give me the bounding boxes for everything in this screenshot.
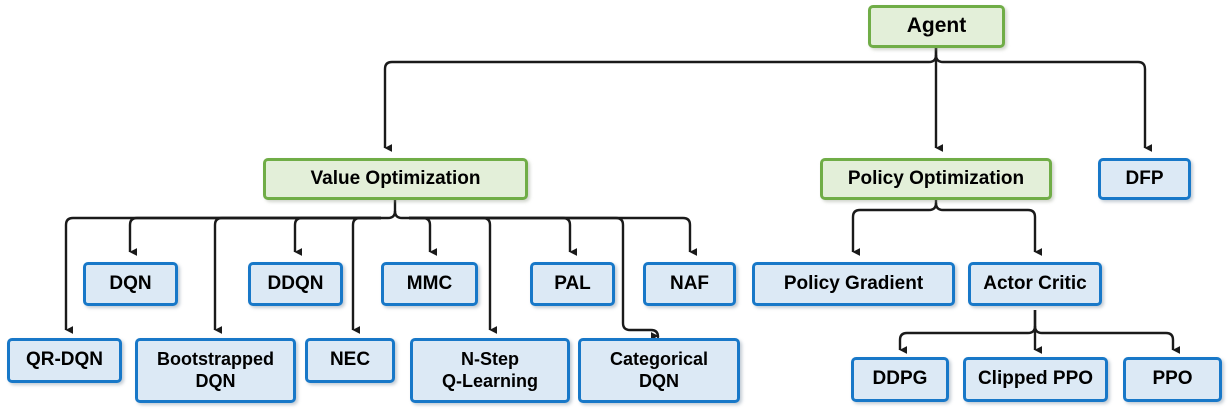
- edge-ac-to-ddpg: [898, 310, 1037, 354]
- node-agent-label: Agent: [906, 14, 967, 38]
- node-bootstrapped-dqn[interactable]: Bootstrapped DQN: [135, 338, 296, 403]
- node-agent[interactable]: Agent: [868, 5, 1005, 48]
- node-pal[interactable]: PAL: [530, 262, 615, 306]
- node-ddpg-label: DDPG: [872, 368, 928, 390]
- node-policy-gradient[interactable]: Policy Gradient: [752, 262, 955, 306]
- node-value-optimization[interactable]: Value Optimization: [263, 158, 528, 200]
- node-ddqn[interactable]: DDQN: [248, 262, 343, 306]
- node-actor-critic-label: Actor Critic: [983, 272, 1087, 294]
- node-actor-critic[interactable]: Actor Critic: [968, 262, 1102, 306]
- edge-agent-to-value-optimization: [383, 48, 938, 152]
- edge-ac-to-ppo: [1033, 325, 1180, 354]
- edge-vo-to-pal: [409, 216, 577, 256]
- edge-vo-to-dqn: [128, 216, 381, 256]
- edge-vo-to-naf: [409, 216, 697, 256]
- node-n-step-q-learning[interactable]: N-Step Q-Learning: [410, 338, 570, 403]
- edge-vo-to-nec: [351, 216, 381, 334]
- edge-vo-to-ddqn: [293, 216, 381, 256]
- node-clipped-ppo-label: Clipped PPO: [977, 368, 1094, 390]
- node-nec[interactable]: NEC: [305, 338, 395, 383]
- node-mmc-label: MMC: [406, 272, 453, 294]
- node-naf-label: NAF: [669, 272, 710, 294]
- node-dfp-label: DFP: [1125, 167, 1164, 189]
- node-qr-dqn-label: QR-DQN: [25, 349, 104, 371]
- node-mmc[interactable]: MMC: [381, 262, 478, 306]
- node-qr-dqn[interactable]: QR-DQN: [7, 338, 122, 383]
- node-categorical-dqn-label: Categorical DQN: [609, 349, 709, 391]
- node-ppo[interactable]: PPO: [1123, 357, 1222, 402]
- node-dfp[interactable]: DFP: [1098, 158, 1191, 200]
- edge-agent-to-dfp: [934, 54, 1152, 152]
- edge-po-to-policy-gradient: [851, 200, 938, 256]
- node-ppo-label: PPO: [1152, 368, 1193, 390]
- node-bootstrapped-dqn-label: Bootstrapped DQN: [157, 349, 274, 391]
- node-pal-label: PAL: [554, 272, 591, 294]
- edge-po-to-actor-critic: [934, 202, 1042, 256]
- node-policy-optimization-label: Policy Optimization: [847, 167, 1025, 189]
- node-categorical-dqn[interactable]: Categorical DQN: [578, 338, 740, 403]
- node-dqn[interactable]: DQN: [83, 262, 178, 306]
- node-naf[interactable]: NAF: [643, 262, 736, 306]
- node-ddpg[interactable]: DDPG: [851, 357, 949, 402]
- node-policy-optimization[interactable]: Policy Optimization: [820, 158, 1052, 200]
- node-nec-label: NEC: [329, 349, 371, 371]
- node-policy-gradient-label: Policy Gradient: [783, 272, 924, 294]
- node-dqn-label: DQN: [109, 272, 152, 294]
- node-value-optimization-label: Value Optimization: [310, 167, 481, 189]
- node-n-step-q-learning-label: N-Step Q-Learning: [441, 349, 538, 391]
- node-clipped-ppo[interactable]: Clipped PPO: [963, 357, 1108, 402]
- edge-vo-to-mmc: [393, 210, 437, 256]
- node-ddqn-label: DDQN: [267, 272, 324, 294]
